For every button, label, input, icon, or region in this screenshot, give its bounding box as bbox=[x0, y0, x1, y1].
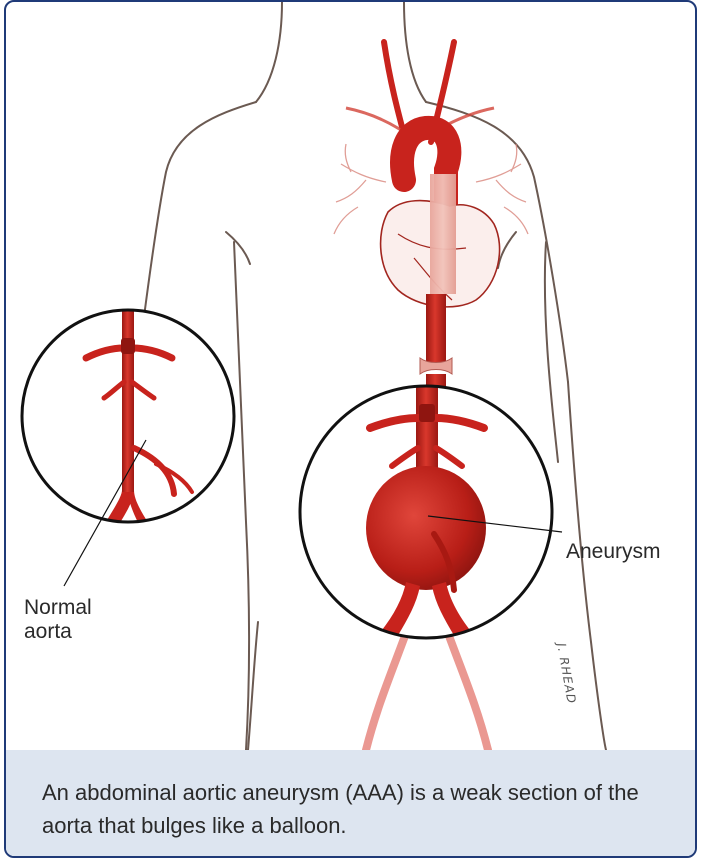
normal-aorta-magnifier bbox=[22, 302, 234, 542]
heart-illustration bbox=[334, 42, 528, 388]
figure-frame: Normal aorta Aneurysm J. RHEAD An abdomi… bbox=[4, 0, 697, 858]
iliac-arteries bbox=[366, 622, 488, 750]
figure-caption: An abdominal aortic aneurysm (AAA) is a … bbox=[42, 776, 659, 842]
aneurysm-label: Aneurysm bbox=[566, 540, 661, 564]
caption-panel: An abdominal aortic aneurysm (AAA) is a … bbox=[6, 750, 695, 858]
aneurysm-magnifier bbox=[300, 386, 552, 642]
normal-aorta-label: Normal aorta bbox=[24, 596, 134, 644]
